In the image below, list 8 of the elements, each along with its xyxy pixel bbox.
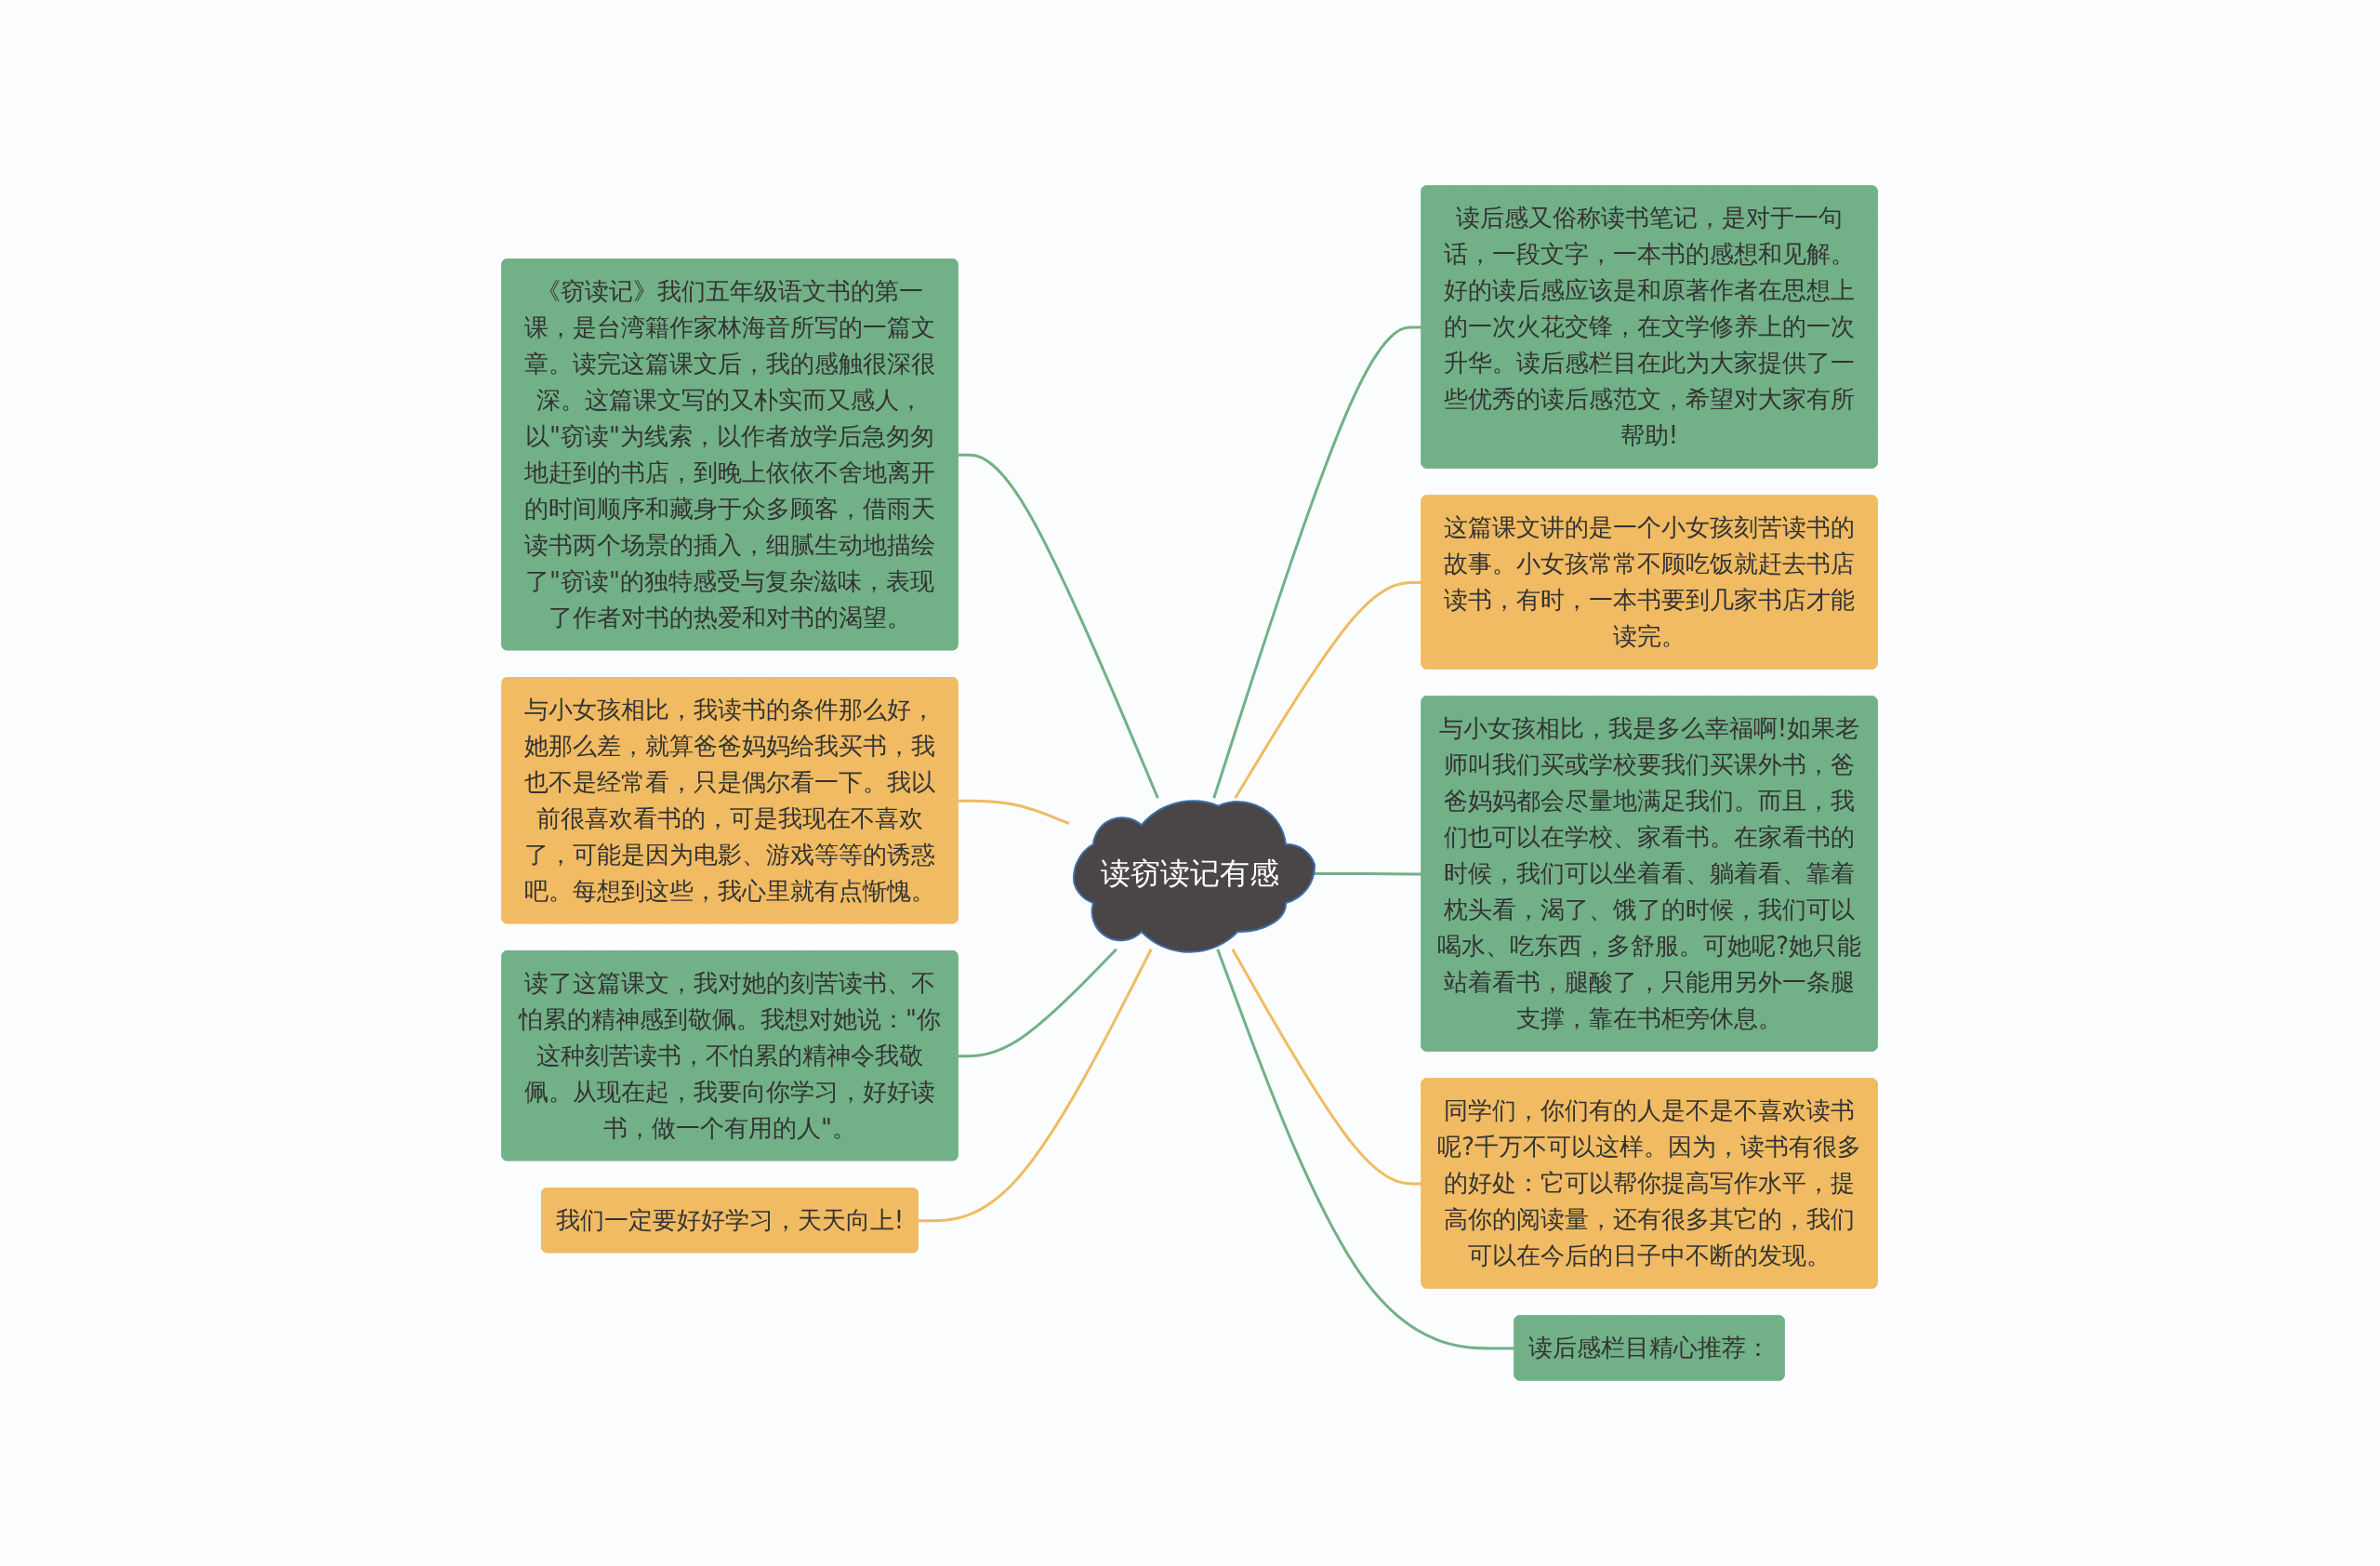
- connector: [1231, 949, 1423, 1186]
- connector: [1212, 325, 1423, 799]
- connector: [958, 799, 1071, 826]
- connector: [958, 948, 1118, 1058]
- connector: [1216, 949, 1515, 1350]
- connector: [1234, 580, 1423, 799]
- connector: [919, 949, 1153, 1223]
- connector: [958, 453, 1160, 799]
